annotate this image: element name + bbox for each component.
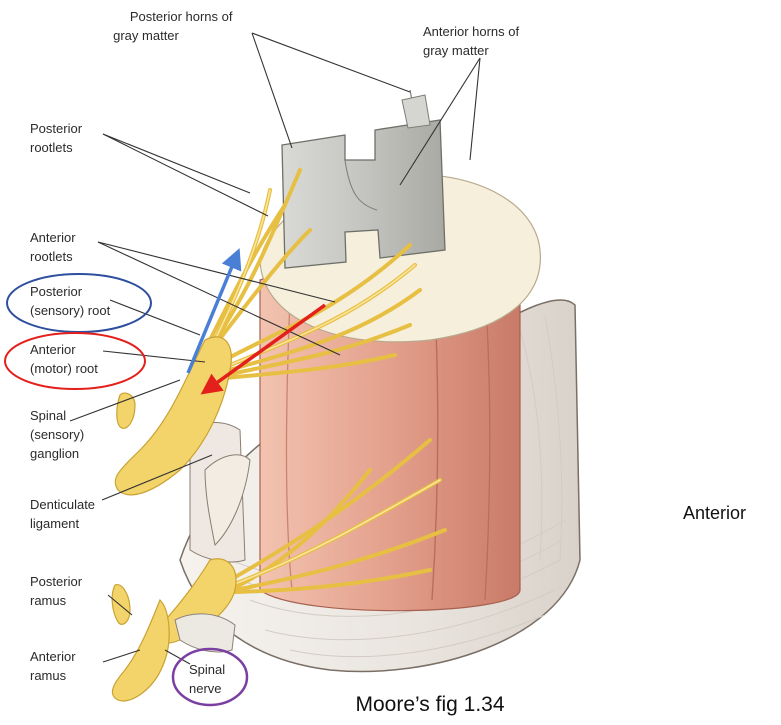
svg-text:Spinal nerve: Spinal nerve bbox=[189, 662, 229, 696]
posterior-root-highlight bbox=[6, 273, 152, 333]
posterior-rootlets-label: Posterior bbox=[30, 121, 83, 136]
svg-text:Spinal (sensory) g: Spinal (sensory) ganglion bbox=[30, 408, 88, 461]
posterior-rootlets-label-2: rootlets bbox=[30, 140, 73, 155]
anterior-root-highlight bbox=[4, 332, 146, 390]
anterior-root-label: Anterior bbox=[30, 342, 76, 357]
posterior-root-label-2: (sensory) root bbox=[30, 303, 111, 318]
anterior-side-label: Anterior bbox=[683, 503, 746, 523]
svg-text:Anterior (motor) root: Anterior (motor) root bbox=[30, 342, 98, 376]
red-arrow bbox=[200, 303, 327, 395]
denticulate-ligament-label-2: ligament bbox=[30, 516, 80, 531]
spinal-ganglion-label: Spinal bbox=[30, 408, 66, 423]
posterior-ramus-label-2: ramus bbox=[30, 593, 67, 608]
svg-text:Anterior rootlets: Anterior rootlets bbox=[30, 230, 79, 264]
posterior-root-label: Posterior bbox=[30, 284, 83, 299]
svg-text:Posterior horns of gray: Posterior horns of gray matter bbox=[113, 9, 236, 43]
svg-text:Anterior ramus: Anterior ramus bbox=[30, 649, 79, 683]
svg-text:Posterior (sensory) root: Posterior (sensory) root bbox=[30, 284, 111, 318]
labels: Posterior horns of gray matter Anterior … bbox=[30, 9, 523, 696]
anterior-ramus-label: Anterior bbox=[30, 649, 76, 664]
svg-text:Posterior rootlets: Posterior rootlets bbox=[30, 121, 86, 155]
anterior-rootlets-label-2: rootlets bbox=[30, 249, 73, 264]
anterior-horns-label: Anterior horns of bbox=[423, 24, 519, 39]
svg-text:Anterior horns of gray m: Anterior horns of gray matter bbox=[423, 24, 523, 58]
posterior-ramus-label: Posterior bbox=[30, 574, 83, 589]
denticulate-ligament bbox=[204, 454, 251, 547]
anterior-ramus-label-2: ramus bbox=[30, 668, 67, 683]
spinal-nerve-label-2: nerve bbox=[189, 681, 222, 696]
spinal-nerve-highlight bbox=[171, 647, 249, 707]
lower-rootlets bbox=[228, 438, 447, 594]
svg-text:Posterior ramus: Posterior ramus bbox=[30, 574, 86, 608]
figure-caption: Moore’s fig 1.34 bbox=[355, 693, 504, 716]
gray-matter bbox=[281, 89, 446, 269]
anterior-rootlets-label: Anterior bbox=[30, 230, 76, 245]
spinal-ganglion-label-3: ganglion bbox=[30, 446, 79, 461]
anterior-root-label-2: (motor) root bbox=[30, 361, 98, 376]
blue-arrow bbox=[186, 248, 242, 374]
denticulate-ligament-label: Denticulate bbox=[30, 497, 95, 512]
posterior-horns-label-2: gray matter bbox=[113, 28, 179, 43]
anterior-horns-label-2: gray matter bbox=[423, 43, 489, 58]
spinal-ganglion-label-2: (sensory) bbox=[30, 427, 84, 442]
svg-text:Denticulate ligament: Denticulate ligament bbox=[30, 497, 99, 531]
spinal-nerve-label: Spinal bbox=[189, 662, 225, 677]
posterior-horns-label: Posterior horns of bbox=[130, 9, 233, 24]
